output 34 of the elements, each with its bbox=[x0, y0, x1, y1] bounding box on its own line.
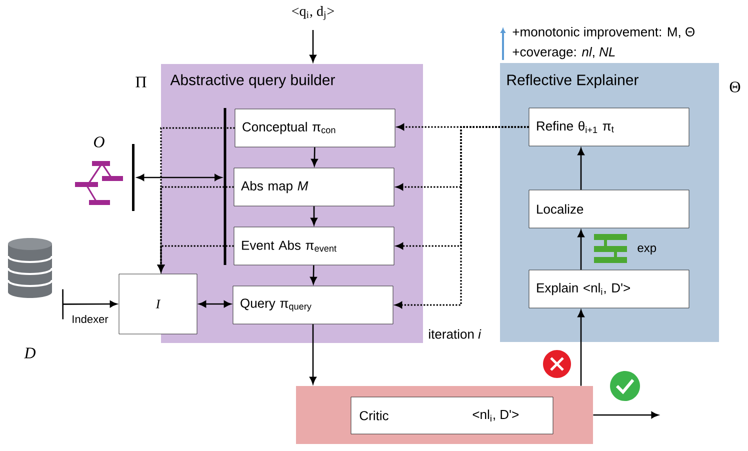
arrow bbox=[578, 230, 584, 270]
note-text: +monotonic improvement: M, Θ bbox=[512, 26, 694, 40]
arrow bbox=[578, 148, 584, 190]
symbol-label: Π bbox=[136, 76, 146, 88]
critic-box: Critic <nl$_{i}$, D'> bbox=[350, 396, 554, 434]
arrow bbox=[310, 265, 317, 284]
process-box: Abs map M bbox=[234, 168, 394, 206]
arrow bbox=[310, 324, 316, 384]
arrow bbox=[310, 30, 316, 62]
process-box: Conceptual π$_{con}$ bbox=[234, 108, 396, 148]
symbol-label: O bbox=[94, 136, 104, 148]
arrow bbox=[198, 300, 232, 308]
dotted-arrow bbox=[395, 126, 529, 308]
process-box: Explain <nl$_{i}$, D'> bbox=[528, 270, 690, 308]
dotted-arrow bbox=[158, 245, 234, 272]
arrow bbox=[310, 206, 318, 226]
arrow bbox=[62, 289, 118, 320]
arrow bbox=[593, 412, 659, 418]
symbol-label: D bbox=[24, 348, 36, 358]
process-box: Query π$_{query}$ bbox=[232, 286, 394, 324]
process-box: Event Abs π$_{event}$ bbox=[234, 226, 394, 266]
note-text: +coverage: nl, NL bbox=[512, 46, 615, 60]
edge-label: Indexer bbox=[72, 314, 108, 324]
index-box: I bbox=[118, 274, 198, 334]
note-text: iteration i bbox=[429, 329, 482, 339]
arrow bbox=[136, 174, 222, 181]
symbol-label: Θ bbox=[730, 82, 740, 92]
arrow bbox=[578, 310, 584, 386]
note-text: exp bbox=[638, 246, 656, 254]
process-box: Refine θ$_{i+1}$ π$_{t}$ bbox=[528, 108, 690, 146]
database-icon bbox=[7, 238, 53, 298]
edge-label: <q$_{i}$, d$_{j}$> bbox=[292, 6, 334, 20]
arrow bbox=[311, 147, 318, 166]
process-box: Localize bbox=[528, 190, 690, 228]
